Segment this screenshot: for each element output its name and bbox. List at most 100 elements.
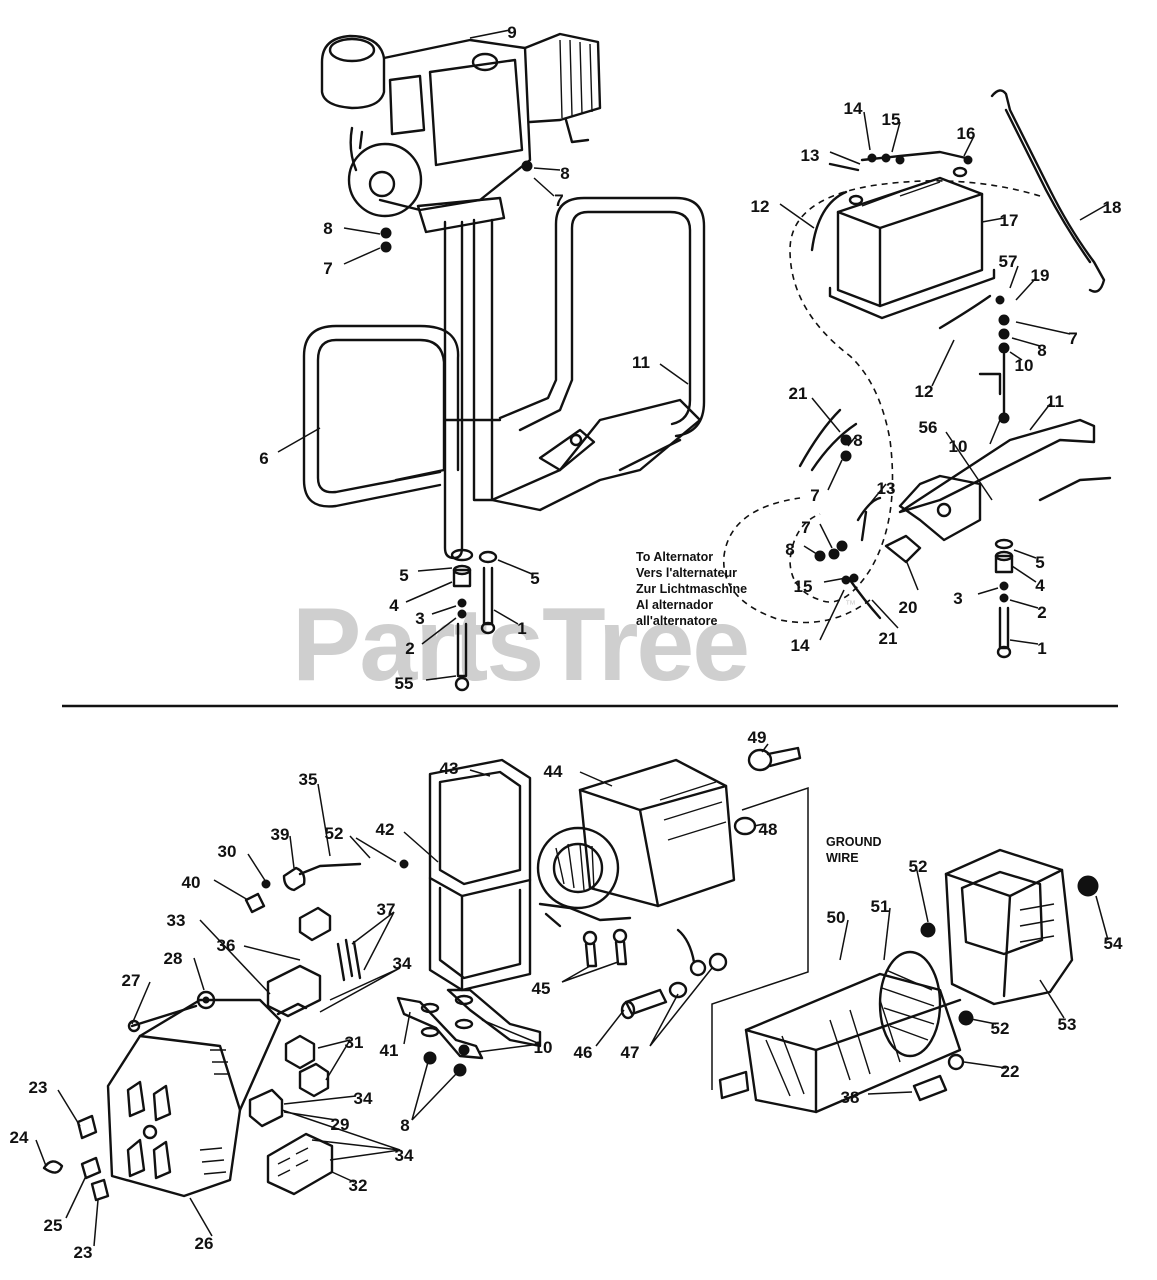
receptacles xyxy=(248,964,334,1196)
callout-c42: 42 xyxy=(376,820,395,839)
callout-c7a: 7 xyxy=(554,191,563,210)
wiring-21 xyxy=(798,408,858,472)
callout-c21b: 21 xyxy=(879,629,898,648)
callout-c48: 48 xyxy=(759,820,778,839)
callout-c35: 35 xyxy=(299,770,318,789)
left-handle xyxy=(302,324,460,508)
callout-c4b: 4 xyxy=(1035,576,1045,595)
ground-wire-label: GROUND WIRE xyxy=(826,835,882,865)
callout-c1b: 1 xyxy=(1037,639,1046,658)
callout-c6: 6 xyxy=(259,449,268,468)
callout-c57: 57 xyxy=(999,252,1018,271)
callout-c2b: 2 xyxy=(1037,603,1046,622)
callout-c51: 51 xyxy=(871,897,890,916)
callout-c11b: 11 xyxy=(1046,392,1064,411)
ground-wire-line2: WIRE xyxy=(826,851,859,865)
right-mount-hardware xyxy=(994,538,1014,659)
callout-c39: 39 xyxy=(271,825,290,844)
switches-and-breaker xyxy=(244,859,409,982)
watermark-trademark: ™ xyxy=(845,599,856,611)
callout-c7e: 7 xyxy=(801,518,810,537)
note-line-en: To Alternator xyxy=(636,550,713,564)
callout-c27: 27 xyxy=(122,971,141,990)
engine xyxy=(320,32,602,234)
end-bell xyxy=(912,848,1099,1102)
callout-c8b: 8 xyxy=(323,219,332,238)
watermark: PartsTree xyxy=(292,587,748,703)
callout-c10a: 10 xyxy=(1015,356,1034,375)
callout-c30: 30 xyxy=(218,842,237,861)
callout-c8c: 8 xyxy=(1037,341,1046,360)
callout-c52a: 52 xyxy=(325,824,344,843)
control-box-housing xyxy=(106,998,282,1198)
callout-c32: 32 xyxy=(349,1176,368,1195)
callout-c12a: 12 xyxy=(751,197,770,216)
callout-c8e: 8 xyxy=(785,540,794,559)
callout-c16: 16 xyxy=(957,124,976,143)
ground-wire-parts xyxy=(620,786,809,1090)
callout-c50: 50 xyxy=(827,908,846,927)
callout-c21a: 21 xyxy=(789,384,808,403)
left-mount-hardware xyxy=(380,160,533,692)
callout-c5a: 5 xyxy=(399,566,408,585)
callout-c43: 43 xyxy=(440,759,459,778)
callout-c46: 46 xyxy=(574,1043,593,1062)
callout-c8d: 8 xyxy=(853,431,862,450)
baffles xyxy=(428,758,532,992)
mounting-brackets xyxy=(396,988,542,1077)
handle-frame xyxy=(443,196,706,438)
callout-c34a: 34 xyxy=(393,954,412,973)
cable-route xyxy=(789,180,1041,603)
callout-c52b: 52 xyxy=(909,857,928,876)
battery-strap xyxy=(990,89,1106,293)
engine-plate-right xyxy=(898,418,1112,542)
alternator-circle xyxy=(723,497,871,624)
callout-c8f: 8 xyxy=(400,1116,409,1135)
callout-c52c: 52 xyxy=(991,1019,1010,1038)
callout-c33: 33 xyxy=(167,911,186,930)
callout-c15b: 15 xyxy=(794,577,813,596)
callout-c40: 40 xyxy=(182,873,201,892)
callout-c25: 25 xyxy=(44,1216,63,1235)
callout-c13b: 13 xyxy=(877,479,896,498)
battery-tray xyxy=(828,268,996,320)
callout-c37: 37 xyxy=(377,900,396,919)
note-line-fr: Vers l'alternateur xyxy=(636,566,737,580)
callout-c38: 38 xyxy=(841,1088,860,1107)
callout-c12b: 12 xyxy=(915,382,934,401)
callout-c36: 36 xyxy=(217,936,236,955)
callout-c34b: 34 xyxy=(354,1089,373,1108)
callout-c19: 19 xyxy=(1031,266,1050,285)
battery-cables xyxy=(810,150,992,330)
callout-c5c: 5 xyxy=(1035,553,1044,572)
callout-c17: 17 xyxy=(1000,211,1019,230)
callout-c3b: 3 xyxy=(953,589,962,608)
callout-c7c: 7 xyxy=(1068,329,1077,348)
callout-c14a: 14 xyxy=(844,99,863,118)
callout-c10c: 10 xyxy=(534,1038,553,1057)
callout-c44: 44 xyxy=(544,762,563,781)
engine-mount-post xyxy=(443,218,494,560)
callout-c15a: 15 xyxy=(882,110,901,129)
callout-c26: 26 xyxy=(195,1234,214,1253)
callout-c56: 56 xyxy=(919,418,938,437)
callout-c34c: 34 xyxy=(395,1146,414,1165)
callout-c9: 9 xyxy=(507,23,516,42)
ground-wire-line1: GROUND xyxy=(826,835,882,849)
callout-c49: 49 xyxy=(748,728,767,747)
callout-c55: 55 xyxy=(395,674,414,693)
callout-c14b: 14 xyxy=(791,636,810,655)
callout-c20: 20 xyxy=(899,598,918,617)
callout-c1a: 1 xyxy=(517,619,526,638)
note-line-es: Al alternador xyxy=(636,598,713,612)
callout-c4a: 4 xyxy=(389,596,399,615)
engine-plate xyxy=(490,398,702,512)
note-line-de: Zur Lichtmaschine xyxy=(636,582,747,596)
terminal-hardware-right xyxy=(978,295,1010,424)
callout-c8a: 8 xyxy=(560,164,569,183)
note-line-it: all'alternatore xyxy=(636,614,718,628)
callout-c10b: 10 xyxy=(949,437,968,456)
callout-c23b: 23 xyxy=(74,1243,93,1262)
callout-c41: 41 xyxy=(380,1041,399,1060)
